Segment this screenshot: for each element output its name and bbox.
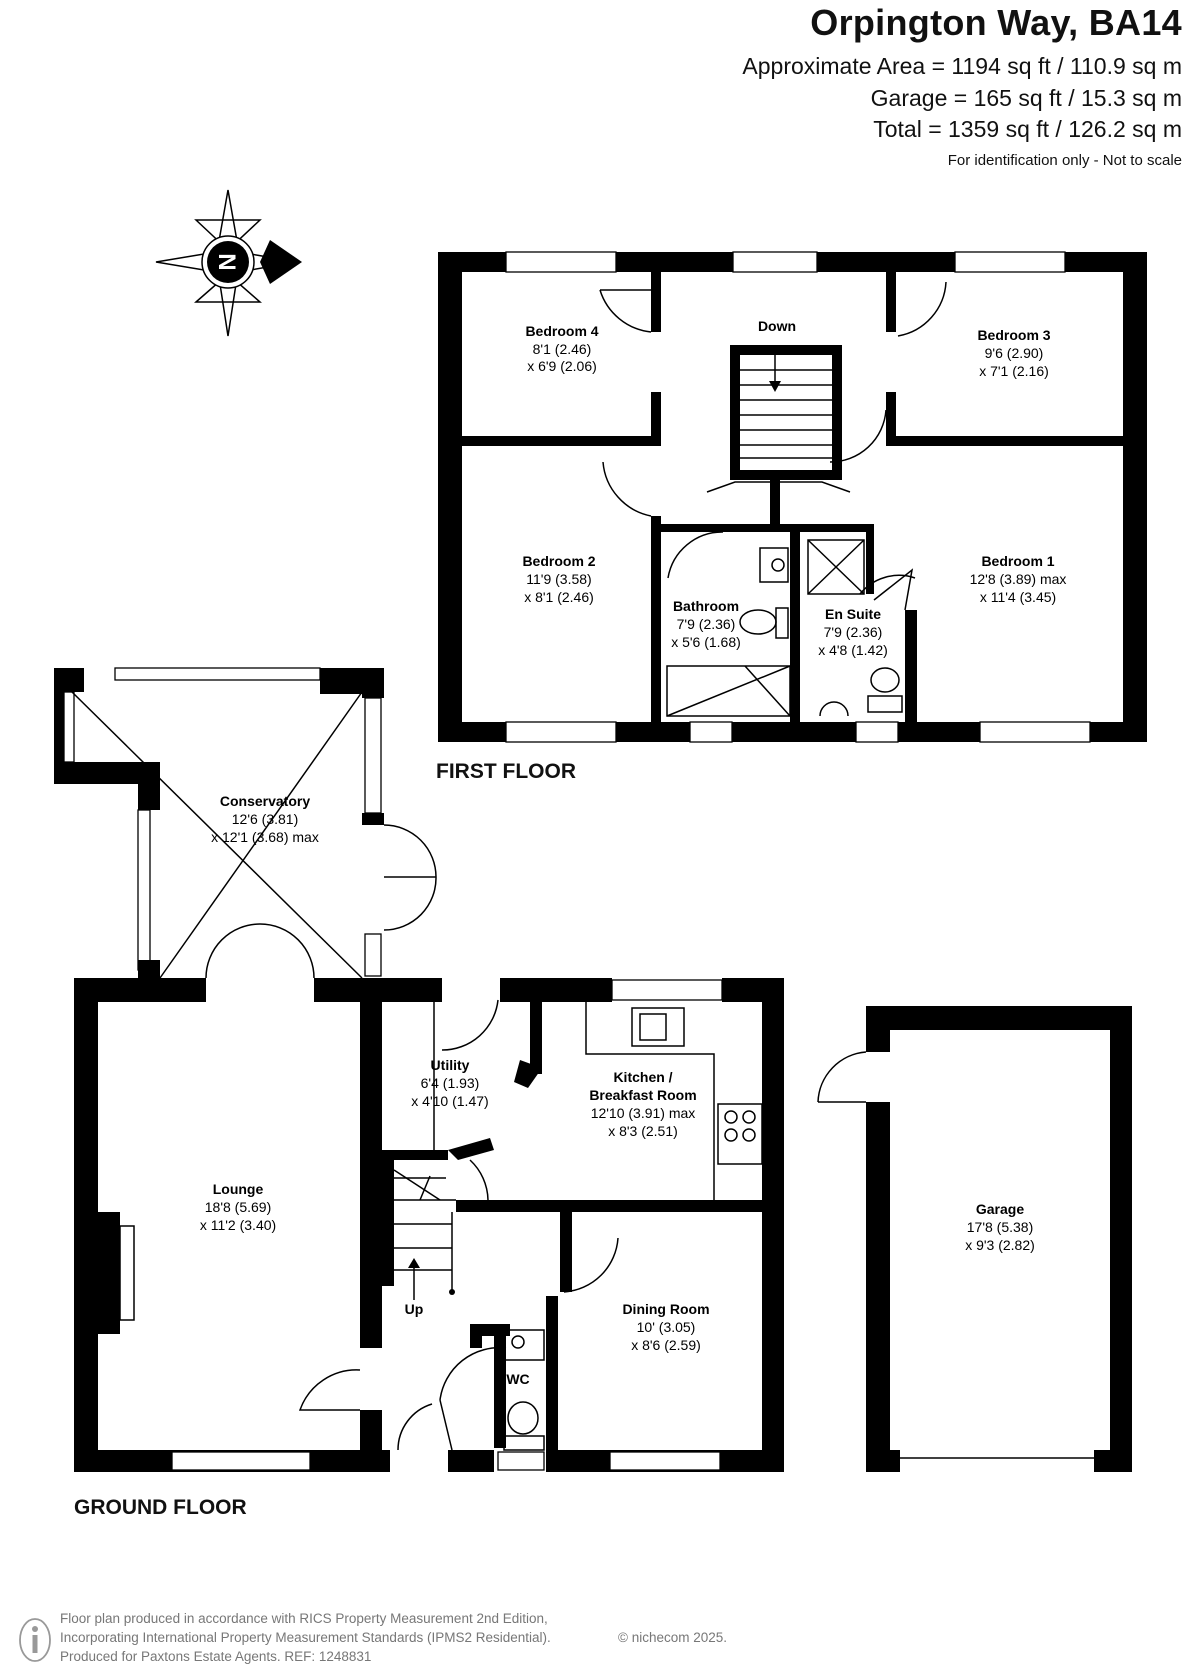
footer-line3: Produced for Paxtons Estate Agents. REF:…: [60, 1649, 372, 1664]
compass-icon: N: [155, 189, 302, 337]
bedroom3-dim1: 9'6 (2.90): [985, 345, 1044, 361]
bathroom-dim1: 7'9 (2.36): [677, 616, 736, 632]
ensuite-name: En Suite: [825, 606, 881, 622]
garage-plan: Garage 17'8 (5.38) x 9'3 (2.82): [817, 1006, 1132, 1472]
identification-note: For identification only - Not to scale: [947, 152, 1182, 169]
kitchen-name-line1: Kitchen /: [613, 1069, 672, 1085]
ground-floor-label: GROUND FLOOR: [74, 1496, 247, 1519]
conservatory-name: Conservatory: [220, 793, 310, 809]
bathroom-dim2: x 5'6 (1.68): [671, 634, 741, 650]
lounge-dim2: x 11'2 (3.40): [200, 1217, 276, 1233]
property-title: Orpington Way, BA14: [810, 2, 1182, 43]
kitchen-dim1: 12'10 (3.91) max: [591, 1105, 696, 1121]
bedroom2-name: Bedroom 2: [522, 553, 595, 569]
bedroom1-dim1: 12'8 (3.89) max: [970, 571, 1067, 587]
ground-floor-plan: Up Utility 6'4 (1.93) x 4'10 (1.47) Kitc…: [74, 978, 784, 1472]
dining-dim2: x 8'6 (2.59): [631, 1337, 701, 1353]
conservatory-dim2: x 12'1 (3.68) max: [211, 829, 319, 845]
bedroom4-dim2: x 6'9 (2.06): [527, 358, 597, 374]
garage-name: Garage: [976, 1201, 1024, 1217]
stairs-down-label: Down: [758, 318, 796, 334]
dining-dim1: 10' (3.05): [637, 1319, 696, 1335]
kitchen-name-line2: Breakfast Room: [589, 1087, 696, 1103]
bedroom3-name: Bedroom 3: [977, 327, 1050, 343]
lounge-dim1: 18'8 (5.69): [205, 1199, 272, 1215]
stairs-up-label: Up: [405, 1301, 424, 1317]
lounge-name: Lounge: [213, 1181, 264, 1197]
footer-line2: Incorporating International Property Mea…: [60, 1630, 551, 1645]
bedroom2-dim2: x 8'1 (2.46): [524, 589, 594, 605]
bedroom4-name: Bedroom 4: [525, 323, 598, 339]
ensuite-dim2: x 4'8 (1.42): [818, 642, 888, 658]
bathroom-name: Bathroom: [673, 598, 739, 614]
footer-line1: Floor plan produced in accordance with R…: [60, 1611, 548, 1626]
bedroom1-name: Bedroom 1: [981, 553, 1054, 569]
first-floor-plan: Down Bedroom 4 8'1 (2.46) x 6'9 (2.06): [438, 251, 1147, 743]
garage-area: Garage = 165 sq ft / 15.3 sq m: [870, 85, 1182, 111]
kitchen-dim2: x 8'3 (2.51): [608, 1123, 678, 1139]
approximate-area: Approximate Area = 1194 sq ft / 110.9 sq…: [742, 53, 1182, 79]
utility-dim1: 6'4 (1.93): [421, 1075, 480, 1091]
bedroom2-dim1: 11'9 (3.58): [526, 571, 591, 587]
garage-dim1: 17'8 (5.38): [967, 1219, 1034, 1235]
dining-name: Dining Room: [622, 1301, 709, 1317]
total-area: Total = 1359 sq ft / 126.2 sq m: [873, 116, 1182, 142]
info-icon: [19, 1618, 51, 1662]
bedroom4-dim1: 8'1 (2.46): [533, 341, 592, 357]
utility-name: Utility: [431, 1057, 470, 1073]
footer: Floor plan produced in accordance with R…: [60, 1609, 727, 1666]
bedroom3-dim2: x 7'1 (2.16): [979, 363, 1049, 379]
conservatory-dim1: 12'6 (3.81): [232, 811, 299, 827]
bedroom1-dim2: x 11'4 (3.45): [980, 589, 1056, 605]
garage-dim2: x 9'3 (2.82): [965, 1237, 1035, 1253]
compass-north-letter: N: [215, 253, 242, 270]
ensuite-dim1: 7'9 (2.36): [824, 624, 883, 640]
wc-name: WC: [506, 1371, 529, 1387]
utility-dim2: x 4'10 (1.47): [411, 1093, 488, 1109]
first-floor-label: FIRST FLOOR: [436, 760, 576, 783]
footer-copyright: © nichecom 2025.: [618, 1630, 728, 1645]
conservatory-plan: Conservatory 12'6 (3.81) x 12'1 (3.68) m…: [54, 667, 437, 979]
